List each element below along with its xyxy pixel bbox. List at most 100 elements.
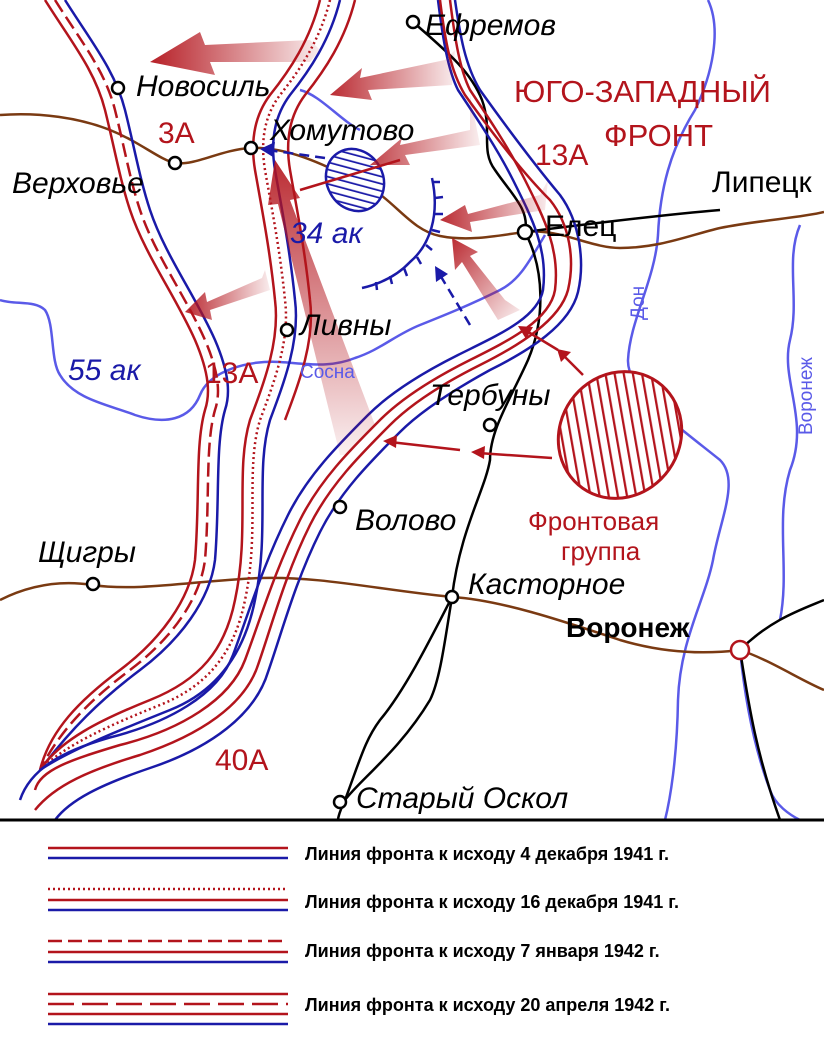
front-lines (18, 0, 583, 821)
legend-label-1: Линия фронта к исходу 4 декабря 1941 г. (305, 844, 669, 864)
river-voronezh-lower (738, 649, 801, 822)
arrow-group-up1 (524, 328, 559, 352)
front-title-line2: ФРОНТ (604, 118, 713, 153)
blue-arrow-khomutovo (267, 148, 326, 160)
marker-stary-oskol (332, 794, 348, 810)
front-line-dec16-dotted (39, 0, 332, 771)
label-volovo: Волово (355, 504, 456, 537)
front-line-dec16-east-red (34, 0, 573, 811)
arrow-group-up1-head (518, 326, 533, 339)
label-13a-north: 13А (535, 139, 588, 172)
label-khomutovo: Хомутово (269, 114, 414, 147)
legend-label-3: Линия фронта к исходу 7 января 1942 г. (305, 941, 660, 961)
arrow-group-left-long-head (383, 435, 397, 448)
city-markers (85, 14, 751, 810)
label-stary-oskol: Старый Оскол (356, 782, 568, 815)
front-title: ЮГО-ЗАПАДНЫЙ ФРОНТ (514, 73, 771, 153)
army-labels: 3А 13А 13А 40А 34 ак 55 ак (68, 117, 588, 777)
label-40a: 40А (215, 744, 268, 777)
front-line-elets-blue-inner (54, 0, 583, 821)
front-group-label: Фронтовая группа (528, 506, 659, 566)
front-line-dec16-blue (39, 0, 342, 772)
legend-row-2 (48, 887, 288, 912)
arrow-south-khomutovo (268, 160, 375, 455)
rail-kastornoe-south (343, 596, 454, 801)
group-label-line2: группа (561, 536, 641, 566)
front-line-west-blue (39, 0, 230, 771)
blue-arrow-khomutovo-head (260, 142, 275, 157)
arrow-to-mid (370, 95, 480, 165)
front-line-dec16-inner-red (283, 0, 357, 421)
arrow-west-13a (185, 270, 270, 320)
city-labels: Ефремов Новосиль Хомутово Верховье Елец … (12, 9, 813, 815)
legend-labels: Линия фронта к исходу 4 декабря 1941 г. … (305, 844, 679, 1015)
arrow-to-novosil (150, 32, 320, 75)
group-label-line1: Фронтовая (528, 506, 659, 536)
enemy-34ak (299, 147, 401, 213)
arrow-elets-sw (452, 238, 520, 320)
legend-label-2: Линия фронта к исходу 16 декабря 1941 г. (305, 892, 679, 912)
label-34ak: 34 ак (290, 217, 364, 250)
label-novosil: Новосиль (136, 70, 270, 103)
arrow-to-khomutovo-top (330, 50, 455, 100)
label-3a: 3А (158, 117, 195, 150)
front-line-dec4-red (33, 0, 558, 791)
label-elets: Елец (545, 210, 616, 243)
front-line-west-red-dash (38, 0, 220, 771)
label-river-voronezh: Воронеж (796, 357, 817, 435)
label-river-don: Дон (628, 286, 649, 320)
rail-elets-kastornoe (336, 231, 542, 821)
label-kastornoe: Касторное (468, 568, 625, 601)
front-title-line1: ЮГО-ЗАПАДНЫЙ (514, 73, 771, 109)
label-lipetsk: Липецк (712, 166, 813, 199)
label-river-sosna: Сосна (300, 362, 355, 383)
marker-efremov (405, 14, 421, 30)
label-verkhovye: Верховье (12, 167, 144, 200)
river-voronezh (778, 224, 802, 621)
arrow-group-left (477, 451, 553, 460)
marker-terbuny (482, 417, 498, 433)
rail-voronezh-south (738, 649, 782, 821)
group-arrows (383, 326, 584, 460)
marker-shchigry (85, 576, 101, 592)
label-13a-west: 13А (205, 357, 258, 390)
arrow-group-up2-head (557, 349, 571, 362)
river-sosna (0, 234, 547, 422)
front-line-dec4-blue (18, 0, 546, 801)
label-55ak: 55 ак (68, 354, 142, 387)
marker-livny (279, 322, 295, 338)
river-small (299, 88, 361, 132)
marker-kastornoe (444, 589, 460, 605)
blue-retreat-arrows (260, 142, 472, 326)
label-terbuny: Тербуны (430, 379, 551, 412)
legend-row-4 (48, 992, 288, 1026)
rail-voronezh-north (739, 598, 824, 651)
road-north (0, 112, 824, 250)
legend-row-3 (48, 939, 288, 964)
arrow-group-up2 (562, 354, 584, 376)
marker-voronezh (729, 639, 751, 661)
rail-efremov-elets (412, 21, 528, 233)
label-voronezh: Воронеж (566, 612, 691, 643)
arrow-elets-west (440, 180, 548, 232)
marker-khomutovo (243, 140, 259, 156)
arrow-group-left-long (389, 440, 461, 452)
label-livny: Ливны (298, 309, 392, 342)
label-efremov: Ефремов (425, 9, 556, 42)
defense-arc-ticks (374, 180, 444, 291)
attack-arrows (150, 32, 548, 455)
marker-volovo (332, 499, 348, 515)
label-shchigry: Щигры (38, 536, 136, 569)
marker-verkhovye (167, 155, 183, 171)
legend (48, 846, 288, 1026)
river-labels: Дон Воронеж Сосна (300, 286, 817, 435)
enemy-defense-arc (361, 177, 444, 291)
front-line-west-red-outer (38, 0, 210, 771)
blue-arrow-livny-head (435, 266, 448, 282)
marker-elets (516, 223, 534, 241)
marker-novosil (110, 80, 126, 96)
legend-row-1 (48, 846, 288, 860)
blue-arrow-livny (438, 274, 472, 326)
